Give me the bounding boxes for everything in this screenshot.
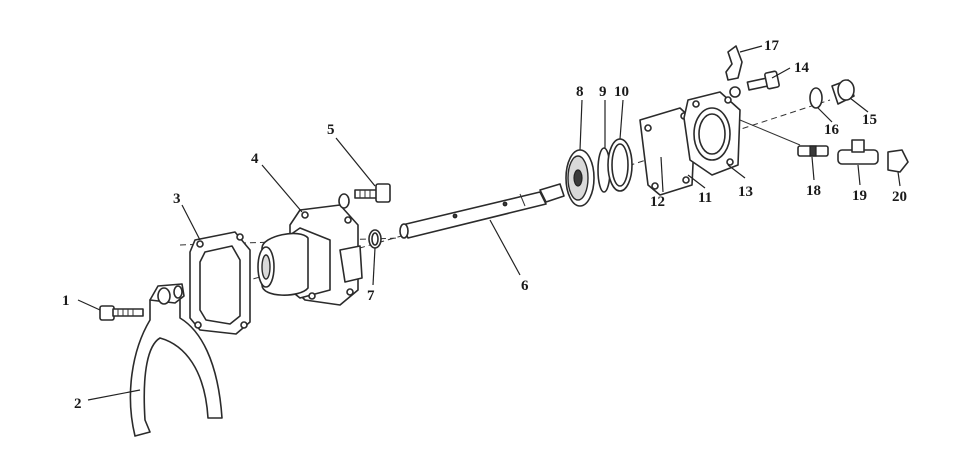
callout-13: 13 <box>738 184 753 200</box>
part-10-o-ring <box>607 138 633 192</box>
part-3-gasket <box>189 231 251 335</box>
part-18-nipple-fitting <box>797 145 829 157</box>
part-13-flange-housing <box>683 91 741 176</box>
callout-20: 20 <box>892 189 907 205</box>
callout-6: 6 <box>521 278 529 294</box>
part-6-shaft <box>399 183 565 239</box>
callout-7: 7 <box>367 288 375 304</box>
callout-4: 4 <box>251 151 259 167</box>
callout-19: 19 <box>852 188 867 204</box>
callout-1: 1 <box>62 293 70 309</box>
part-1-bolt <box>99 305 144 321</box>
part-15-cap <box>831 79 855 105</box>
callout-18: 18 <box>806 183 821 199</box>
part-5-bolt <box>338 183 391 209</box>
callout-labels: 1 2 3 4 5 6 7 8 9 10 11 12 13 14 15 16 1… <box>62 38 907 412</box>
callout-14: 14 <box>794 60 810 76</box>
callout-17: 17 <box>764 38 780 54</box>
callout-10: 10 <box>614 84 629 100</box>
leader-lines <box>77 45 901 401</box>
part-17-elbow-fitting <box>725 45 743 98</box>
part-7-o-ring <box>368 229 382 249</box>
part-20-nut <box>887 149 909 173</box>
part-4-housing <box>257 204 363 306</box>
callout-16: 16 <box>824 122 840 138</box>
part-11-cover-plate <box>639 107 696 196</box>
fitting-connector-line <box>739 119 801 146</box>
callout-9: 9 <box>599 84 607 100</box>
callout-8: 8 <box>576 84 584 100</box>
part-8-gear <box>565 149 595 207</box>
part-19-tee-fitting <box>837 139 879 165</box>
callout-2: 2 <box>74 396 82 412</box>
part-14-bolt <box>746 70 780 91</box>
part-16-washer <box>809 87 823 109</box>
callout-15: 15 <box>862 112 877 128</box>
callout-5: 5 <box>327 122 335 138</box>
callout-11: 11 <box>698 190 712 206</box>
callout-12: 12 <box>650 194 665 210</box>
callout-3: 3 <box>173 191 181 207</box>
part-2-shift-fork <box>129 283 223 437</box>
